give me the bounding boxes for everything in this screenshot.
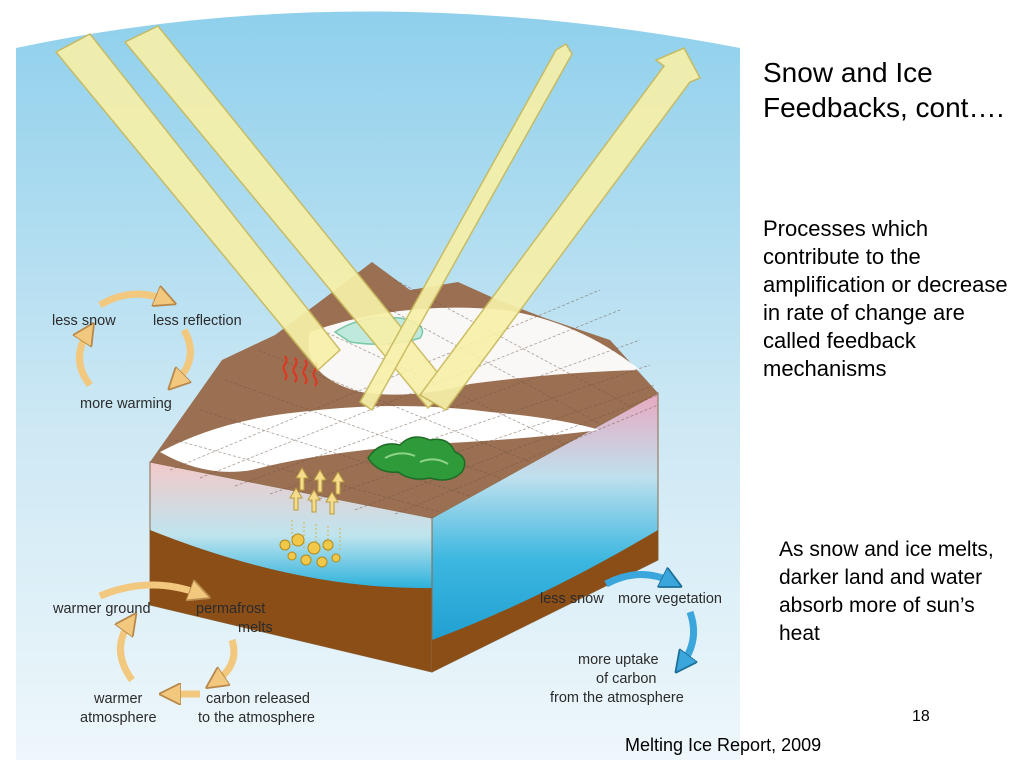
loop1-label-more-warming: more warming [80, 396, 172, 412]
loop2-label-to-atmosphere: to the atmosphere [198, 710, 315, 726]
loop-vegetation: less snow more vegetation more uptake of… [540, 574, 722, 706]
vegetation-patch [367, 436, 466, 481]
carbon-release-arrows [289, 467, 345, 515]
soil-layer-front [150, 530, 432, 672]
loop3-label-more-vegetation: more vegetation [618, 591, 722, 607]
loop2-arrow-left [120, 622, 132, 683]
loop2-label-permafrost: permafrost [196, 601, 265, 617]
loop1-arrow-top [98, 294, 166, 309]
loop2-label-warmer: warmer [93, 691, 143, 707]
reflected-beam-thin [359, 42, 573, 412]
sunbeams [54, 25, 702, 412]
loop3-label-less-snow: less snow [540, 591, 604, 607]
loop2-label-warmer-ground: warmer ground [52, 601, 151, 617]
loop2-label-atmosphere: atmosphere [80, 710, 157, 726]
loop3-arrow-top [604, 574, 672, 584]
loop1-label-less-reflection: less reflection [153, 313, 242, 329]
loop-permafrost: warmer ground permafrost melts carbon re… [52, 585, 315, 726]
source-citation: Melting Ice Report, 2009 [625, 735, 822, 755]
loop3-label-of-carbon: of carbon [596, 671, 656, 687]
feedback-diagram: less snow less reflection more warming w… [16, 11, 740, 760]
loop2-label-melts: melts [238, 620, 273, 636]
slide-description: Processes which contribute to the amplif… [763, 216, 1008, 381]
loop-less-snow: less snow less reflection more warming [52, 294, 242, 412]
page-number: 18 [912, 708, 930, 725]
loop1-arrow-left [79, 332, 90, 388]
loop3-arrow-right [682, 610, 694, 664]
snow-band-lower [160, 406, 600, 472]
loop1-label-less-snow: less snow [52, 313, 116, 329]
soil-layer-right [432, 530, 658, 672]
loop2-arrow-right [215, 638, 238, 682]
loop2-label-carbon-released: carbon released [206, 691, 310, 707]
loop3-label-more-uptake: more uptake [578, 652, 659, 668]
slide-note: As snow and ice melts, darker land and w… [779, 538, 994, 645]
permafrost-carbon [279, 520, 341, 568]
loop3-label-from-atmosphere: from the atmosphere [550, 690, 684, 706]
loop2-arrow-top [98, 585, 200, 596]
loop1-arrow-right [176, 328, 194, 382]
incoming-beam-left [54, 33, 342, 372]
reflected-beam-wide [418, 47, 702, 411]
slide-title: Snow and Ice Feedbacks, cont…. [763, 57, 1005, 123]
